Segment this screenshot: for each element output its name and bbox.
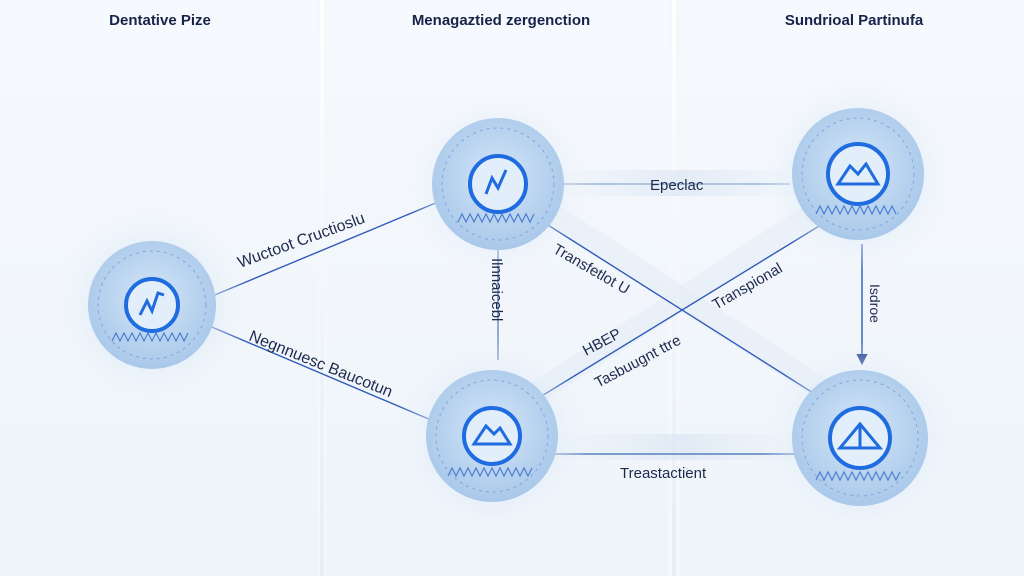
- panel-divider: [320, 0, 324, 576]
- node-bottom-right: [762, 340, 958, 536]
- edge-label-left-to-bottom: Negnnuesc Baucotun: [247, 328, 395, 401]
- background-bands: [520, 170, 860, 460]
- mountain-chart-icon: [462, 406, 522, 466]
- node-top-right: [762, 78, 954, 270]
- edge-label-top-to-topright: Epeclac: [650, 177, 704, 194]
- edge-label-bottom-horizontal: Treastactient: [620, 465, 707, 482]
- trend-line-icon: [138, 291, 165, 316]
- edge-cross-up: [521, 211, 843, 409]
- column-title-left: Dentative Pize: [109, 12, 211, 29]
- chart-badge-icon: [124, 277, 180, 333]
- edge-label-vertical-middle: Ilnnaicebl: [488, 258, 505, 321]
- node-bottom-middle: [394, 338, 590, 534]
- node-left: [54, 207, 250, 403]
- trend-line-icon: [484, 169, 508, 195]
- column-title-middle: Menagaztied zergenction: [411, 12, 591, 29]
- column-title-right: Sundrioal Partinufa: [784, 12, 924, 29]
- node-top-middle: [406, 92, 590, 276]
- edge-label-vertical-right: Isdroe: [867, 284, 883, 323]
- edge-label-left-to-top: Wuctoot Cructioslu: [236, 210, 368, 272]
- chart-badge-icon: [468, 154, 528, 214]
